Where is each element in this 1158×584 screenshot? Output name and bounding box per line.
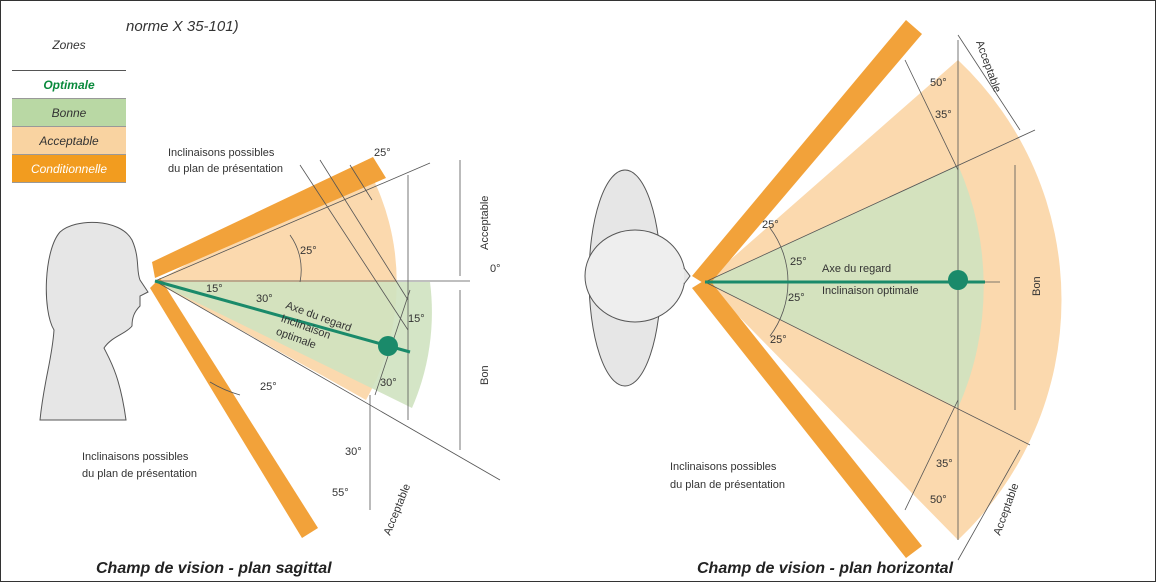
sag-angle-30-right: 30° xyxy=(380,377,397,389)
sagittal-gaze-axis xyxy=(154,279,411,354)
legend-item-optimale: Optimale xyxy=(12,71,126,99)
sag-incl-top-2: du plan de présentation xyxy=(168,163,283,175)
hor-axe-1: Axe du regard xyxy=(822,263,891,275)
sag-bon-label: Bon xyxy=(479,365,491,385)
legend-label: Conditionnelle xyxy=(30,161,108,176)
sag-acceptable-label: Acceptable xyxy=(479,196,491,250)
horizontal-lower-arm xyxy=(692,278,922,558)
sagittal-lower-arm xyxy=(150,278,318,538)
sag-angle-30-low: 30° xyxy=(345,446,362,458)
hor-incl-bottom-2: du plan de présentation xyxy=(670,479,785,491)
sag-incl-top-1: Inclinaisons possibles xyxy=(168,147,275,159)
sag-zero-deg: 0° xyxy=(490,263,501,275)
horizontal-diagram xyxy=(584,20,1062,561)
caption-sagittal: Champ de vision - plan sagittal xyxy=(96,560,332,577)
zones-legend: Zones Optimale Bonne Acceptable Conditio… xyxy=(12,20,126,183)
sag-incl-bottom-2: du plan de présentation xyxy=(82,468,197,480)
legend-label: Acceptable xyxy=(39,133,99,148)
sag-angle-25-top: 25° xyxy=(374,147,391,159)
sagittal-head-silhouette xyxy=(39,221,149,421)
caption-horizontal: Champ de vision - plan horizontal xyxy=(697,560,954,577)
legend-item-bonne: Bonne xyxy=(12,99,126,127)
sag-incl-bottom-1: Inclinaisons possibles xyxy=(82,451,189,463)
hor-axe-2: Inclinaison optimale xyxy=(822,285,919,297)
hor-angle-25-lower: 25° xyxy=(770,334,787,346)
hor-angle-25-mid-bot: 25° xyxy=(788,292,805,304)
hor-angle-35-bot: 35° xyxy=(936,458,953,470)
hor-angle-25-mid-top: 25° xyxy=(790,256,807,268)
sag-angle-15-right: 15° xyxy=(408,313,425,325)
sagittal-optimal-point xyxy=(378,336,398,356)
sag-angle-30: 30° xyxy=(256,293,273,305)
sag-angle-55: 55° xyxy=(332,487,349,499)
sag-angle-25-mid: 25° xyxy=(300,245,317,257)
hor-angle-35-top: 35° xyxy=(935,109,952,121)
horizontal-bonne-zone xyxy=(705,165,984,408)
legend-label: Optimale xyxy=(43,77,95,92)
hor-angle-50-top: 50° xyxy=(930,77,947,89)
sag-acceptable-bottom: Acceptable xyxy=(382,482,414,537)
sag-angle-25-low: 25° xyxy=(260,381,277,393)
legend-item-acceptable: Acceptable xyxy=(12,127,126,155)
hor-bon-label: Bon xyxy=(1031,276,1043,296)
legend-item-conditionnelle: Conditionnelle xyxy=(12,155,126,183)
horizontal-optimal-point xyxy=(948,270,968,290)
hor-incl-bottom-1: Inclinaisons possibles xyxy=(670,461,777,473)
sag-angle-15: 15° xyxy=(206,283,223,295)
legend-title: Zones xyxy=(12,20,126,71)
hor-angle-25-upper: 25° xyxy=(762,219,779,231)
hor-angle-50-bot: 50° xyxy=(930,494,947,506)
sagittal-diagram xyxy=(39,157,501,538)
horizontal-upper-arm xyxy=(692,20,922,286)
sagittal-bonne-zone xyxy=(155,282,432,408)
sagittal-upper-arm xyxy=(152,157,386,278)
legend-label: Bonne xyxy=(51,105,87,120)
norme-reference: norme X 35-101) xyxy=(126,18,239,35)
